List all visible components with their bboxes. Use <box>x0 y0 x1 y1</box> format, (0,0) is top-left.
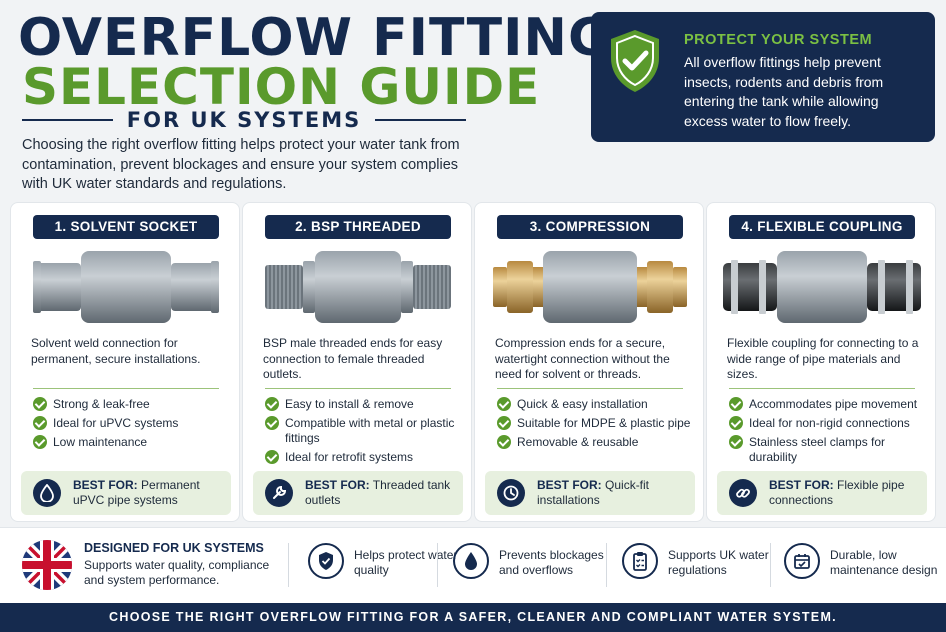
card-divider <box>497 388 683 389</box>
card-description: Flexible coupling for connecting to a wi… <box>727 336 919 381</box>
list-item: Ideal for non-rigid connections <box>729 416 929 431</box>
card-description: BSP male threaded ends for easy connecti… <box>263 336 443 381</box>
water-drop-icon <box>453 543 489 579</box>
best-for-box: BEST FOR: Quick-fit installations <box>485 471 695 515</box>
fitting-card-flexible-coupling: 4. FLEXIBLE COUPLING Flexible coupling f… <box>706 202 936 522</box>
bsp-threaded-fitting-image <box>265 251 451 323</box>
title-line-1: OVERFLOW FITTING <box>18 8 612 68</box>
check-icon <box>33 435 47 449</box>
best-for-label: BEST FOR: <box>73 478 138 492</box>
feature-list: Accommodates pipe movement Ideal for non… <box>729 397 929 469</box>
water-drop-icon <box>33 479 61 507</box>
feature-text: Durable, low maintenance design <box>830 548 938 577</box>
check-icon <box>265 450 279 464</box>
divider <box>770 543 771 587</box>
uk-flag-icon <box>22 540 72 590</box>
clipboard-check-icon <box>622 543 658 579</box>
protect-text: All overflow fittings help prevent insec… <box>684 54 884 129</box>
divider <box>606 543 607 587</box>
list-item: Suitable for MDPE & plastic pipe <box>497 416 697 431</box>
list-item: Ideal for retrofit systems <box>265 450 465 465</box>
feature-list: Strong & leak-free Ideal for uPVC system… <box>33 397 233 454</box>
link-icon <box>729 479 757 507</box>
check-icon <box>33 397 47 411</box>
subtitle: FOR UK SYSTEMS <box>126 108 362 132</box>
wrench-icon <box>265 479 293 507</box>
feature-text: Prevents blockages and overflows <box>499 548 604 577</box>
subtitle-divider-right <box>375 119 466 121</box>
footer-banner: CHOOSE THE RIGHT OVERFLOW FITTING FOR A … <box>0 603 946 632</box>
best-for-box: BEST FOR: Threaded tank outlets <box>253 471 463 515</box>
card-title: 3. COMPRESSION <box>497 215 683 239</box>
title-line-2: SELECTION GUIDE <box>22 58 541 116</box>
card-divider <box>33 388 219 389</box>
feature-text: Supports UK water regulations <box>668 548 769 577</box>
shield-check-icon <box>611 30 659 92</box>
check-icon <box>729 435 743 449</box>
card-divider <box>265 388 451 389</box>
feature-text: Helps protect water quality <box>354 548 458 577</box>
uk-heading: DESIGNED FOR UK SYSTEMS <box>84 541 264 555</box>
card-divider <box>729 388 915 389</box>
subtitle-divider-left <box>22 119 113 121</box>
check-icon <box>33 416 47 430</box>
list-item: Accommodates pipe movement <box>729 397 929 412</box>
list-item: Compatible with metal or plastic fitting… <box>265 416 465 446</box>
check-icon <box>265 416 279 430</box>
check-icon <box>729 397 743 411</box>
check-icon <box>729 416 743 430</box>
list-item: Low maintenance <box>33 435 233 450</box>
list-item: Removable & reusable <box>497 435 697 450</box>
uk-text: Supports water quality, compliance and s… <box>84 558 270 587</box>
list-item: Easy to install & remove <box>265 397 465 412</box>
best-for-text: Flexible pipe connections <box>769 478 905 507</box>
feature-list: Easy to install & remove Compatible with… <box>265 397 465 469</box>
intro-text: Choosing the right overflow fitting help… <box>22 137 460 192</box>
best-for-label: BEST FOR: <box>537 478 602 492</box>
card-title: 4. FLEXIBLE COUPLING <box>729 215 915 239</box>
best-for-text: Permanent uPVC pipe systems <box>73 478 200 507</box>
clock-icon <box>497 479 525 507</box>
fitting-card-solvent-socket: 1. SOLVENT SOCKET Solvent weld connectio… <box>10 202 240 522</box>
best-for-label: BEST FOR: <box>305 478 370 492</box>
protect-box: PROTECT YOUR SYSTEM All overflow fitting… <box>591 12 935 142</box>
best-for-box: BEST FOR: Permanent uPVC pipe systems <box>21 471 231 515</box>
feature-list: Quick & easy installation Suitable for M… <box>497 397 697 454</box>
check-icon <box>497 397 511 411</box>
best-for-box: BEST FOR: Flexible pipe connections <box>717 471 927 515</box>
list-item: Ideal for uPVC systems <box>33 416 233 431</box>
best-for-text: Quick-fit installations <box>537 478 650 507</box>
protect-heading: PROTECT YOUR SYSTEM <box>684 32 873 48</box>
solvent-socket-fitting-image <box>33 251 219 323</box>
card-title: 2. BSP THREADED <box>265 215 451 239</box>
list-item: Quick & easy installation <box>497 397 697 412</box>
check-icon <box>497 435 511 449</box>
divider <box>288 543 289 587</box>
fitting-card-bsp-threaded: 2. BSP THREADED BSP male threaded ends f… <box>242 202 472 522</box>
check-icon <box>497 416 511 430</box>
fitting-card-compression: 3. COMPRESSION Compression ends for a se… <box>474 202 704 522</box>
compression-fitting-image <box>493 251 687 323</box>
best-for-label: BEST FOR: <box>769 478 834 492</box>
card-title: 1. SOLVENT SOCKET <box>33 215 219 239</box>
check-icon <box>265 397 279 411</box>
flexible-coupling-fitting-image <box>723 251 921 323</box>
divider <box>437 543 438 587</box>
best-for-text: Threaded tank outlets <box>305 478 451 507</box>
list-item: Strong & leak-free <box>33 397 233 412</box>
durable-icon <box>784 543 820 579</box>
card-description: Solvent weld connection for permanent, s… <box>31 336 201 366</box>
list-item: Stainless steel clamps for durability <box>729 435 929 465</box>
card-description: Compression ends for a secure, watertigh… <box>495 336 670 381</box>
shield-check-icon <box>308 543 344 579</box>
subtitle-row: FOR UK SYSTEMS <box>22 107 466 133</box>
